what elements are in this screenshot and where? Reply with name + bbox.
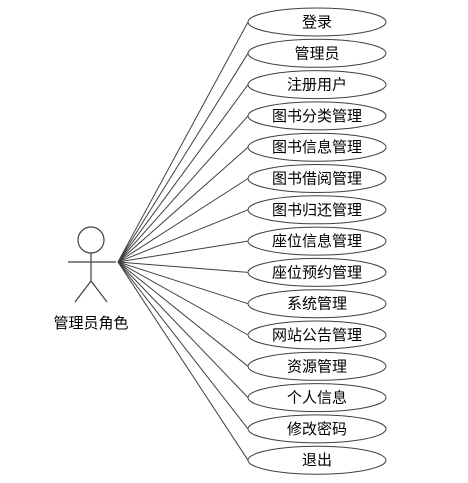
use-case-label: 图书借阅管理 <box>272 170 362 188</box>
use-case-ellipse <box>247 226 387 256</box>
use-case-ellipse <box>247 132 387 162</box>
association-line <box>117 261 249 367</box>
use-case: 登录 <box>247 7 387 37</box>
use-case: 座位预约管理 <box>247 257 387 287</box>
use-case-label: 退出 <box>302 451 332 469</box>
actor: 管理员角色 <box>53 226 129 332</box>
use-case-ellipse <box>247 257 387 287</box>
association-line <box>117 261 249 273</box>
association-line <box>117 53 249 263</box>
use-case-label: 注册用户 <box>287 76 347 94</box>
use-case-ellipse <box>247 195 387 225</box>
use-case-ellipse <box>247 445 387 475</box>
association-line <box>117 146 249 263</box>
association-line <box>117 209 249 263</box>
use-case: 图书借阅管理 <box>247 164 387 193</box>
association-line <box>117 240 249 263</box>
use-case-label: 图书分类管理 <box>272 107 362 125</box>
use-case: 图书归还管理 <box>247 195 387 225</box>
use-case-label: 座位信息管理 <box>272 232 362 250</box>
use-case: 资源管理 <box>247 351 387 381</box>
association-line <box>117 261 249 336</box>
use-case-label: 网站公告管理 <box>272 326 362 344</box>
use-case-ellipse <box>247 70 387 100</box>
association-line <box>117 178 249 263</box>
use-case-label: 系统管理 <box>287 295 347 313</box>
association-line <box>117 261 249 398</box>
use-case-label: 座位预约管理 <box>272 263 362 281</box>
use-case-ellipse <box>247 289 387 319</box>
association-line <box>117 115 249 263</box>
use-case-label: 修改密码 <box>287 420 347 438</box>
association-line <box>117 84 249 263</box>
association-line <box>117 261 249 430</box>
actor-label: 管理员角色 <box>53 314 128 332</box>
use-case: 修改密码 <box>247 414 387 444</box>
association-lines <box>117 21 249 461</box>
use-case: 系统管理 <box>247 289 387 319</box>
use-case-label: 资源管理 <box>287 357 347 375</box>
use-case-ellipse <box>247 38 387 68</box>
use-case-label: 个人信息 <box>287 389 347 407</box>
use-case-ellipse <box>247 320 387 350</box>
use-case-ellipse <box>247 101 387 131</box>
use-case-ellipse <box>247 414 387 444</box>
use-case-ellipse <box>247 7 387 37</box>
use-case: 座位信息管理 <box>247 226 387 256</box>
association-line <box>117 261 249 461</box>
use-case: 网站公告管理 <box>247 320 387 350</box>
use-case-label: 图书归还管理 <box>272 201 362 219</box>
association-line <box>117 21 249 263</box>
use-case-ellipse <box>247 351 387 381</box>
use-case-label: 图书信息管理 <box>272 138 362 156</box>
association-line <box>117 261 249 305</box>
use-cases: 登录管理员注册用户图书分类管理图书信息管理图书借阅管理图书归还管理座位信息管理座… <box>247 7 387 475</box>
use-case: 个人信息 <box>247 383 387 413</box>
use-case: 图书信息管理 <box>247 132 387 162</box>
use-case-label: 管理员 <box>294 44 339 62</box>
use-case-ellipse <box>247 164 387 193</box>
use-case-label: 登录 <box>302 13 332 31</box>
use-case: 注册用户 <box>247 70 387 100</box>
use-case: 图书分类管理 <box>247 101 387 131</box>
use-case: 退出 <box>247 445 387 475</box>
stick-figure-actor-icon <box>68 226 116 303</box>
use-case: 管理员 <box>247 38 387 68</box>
use-case-ellipse <box>247 383 387 413</box>
